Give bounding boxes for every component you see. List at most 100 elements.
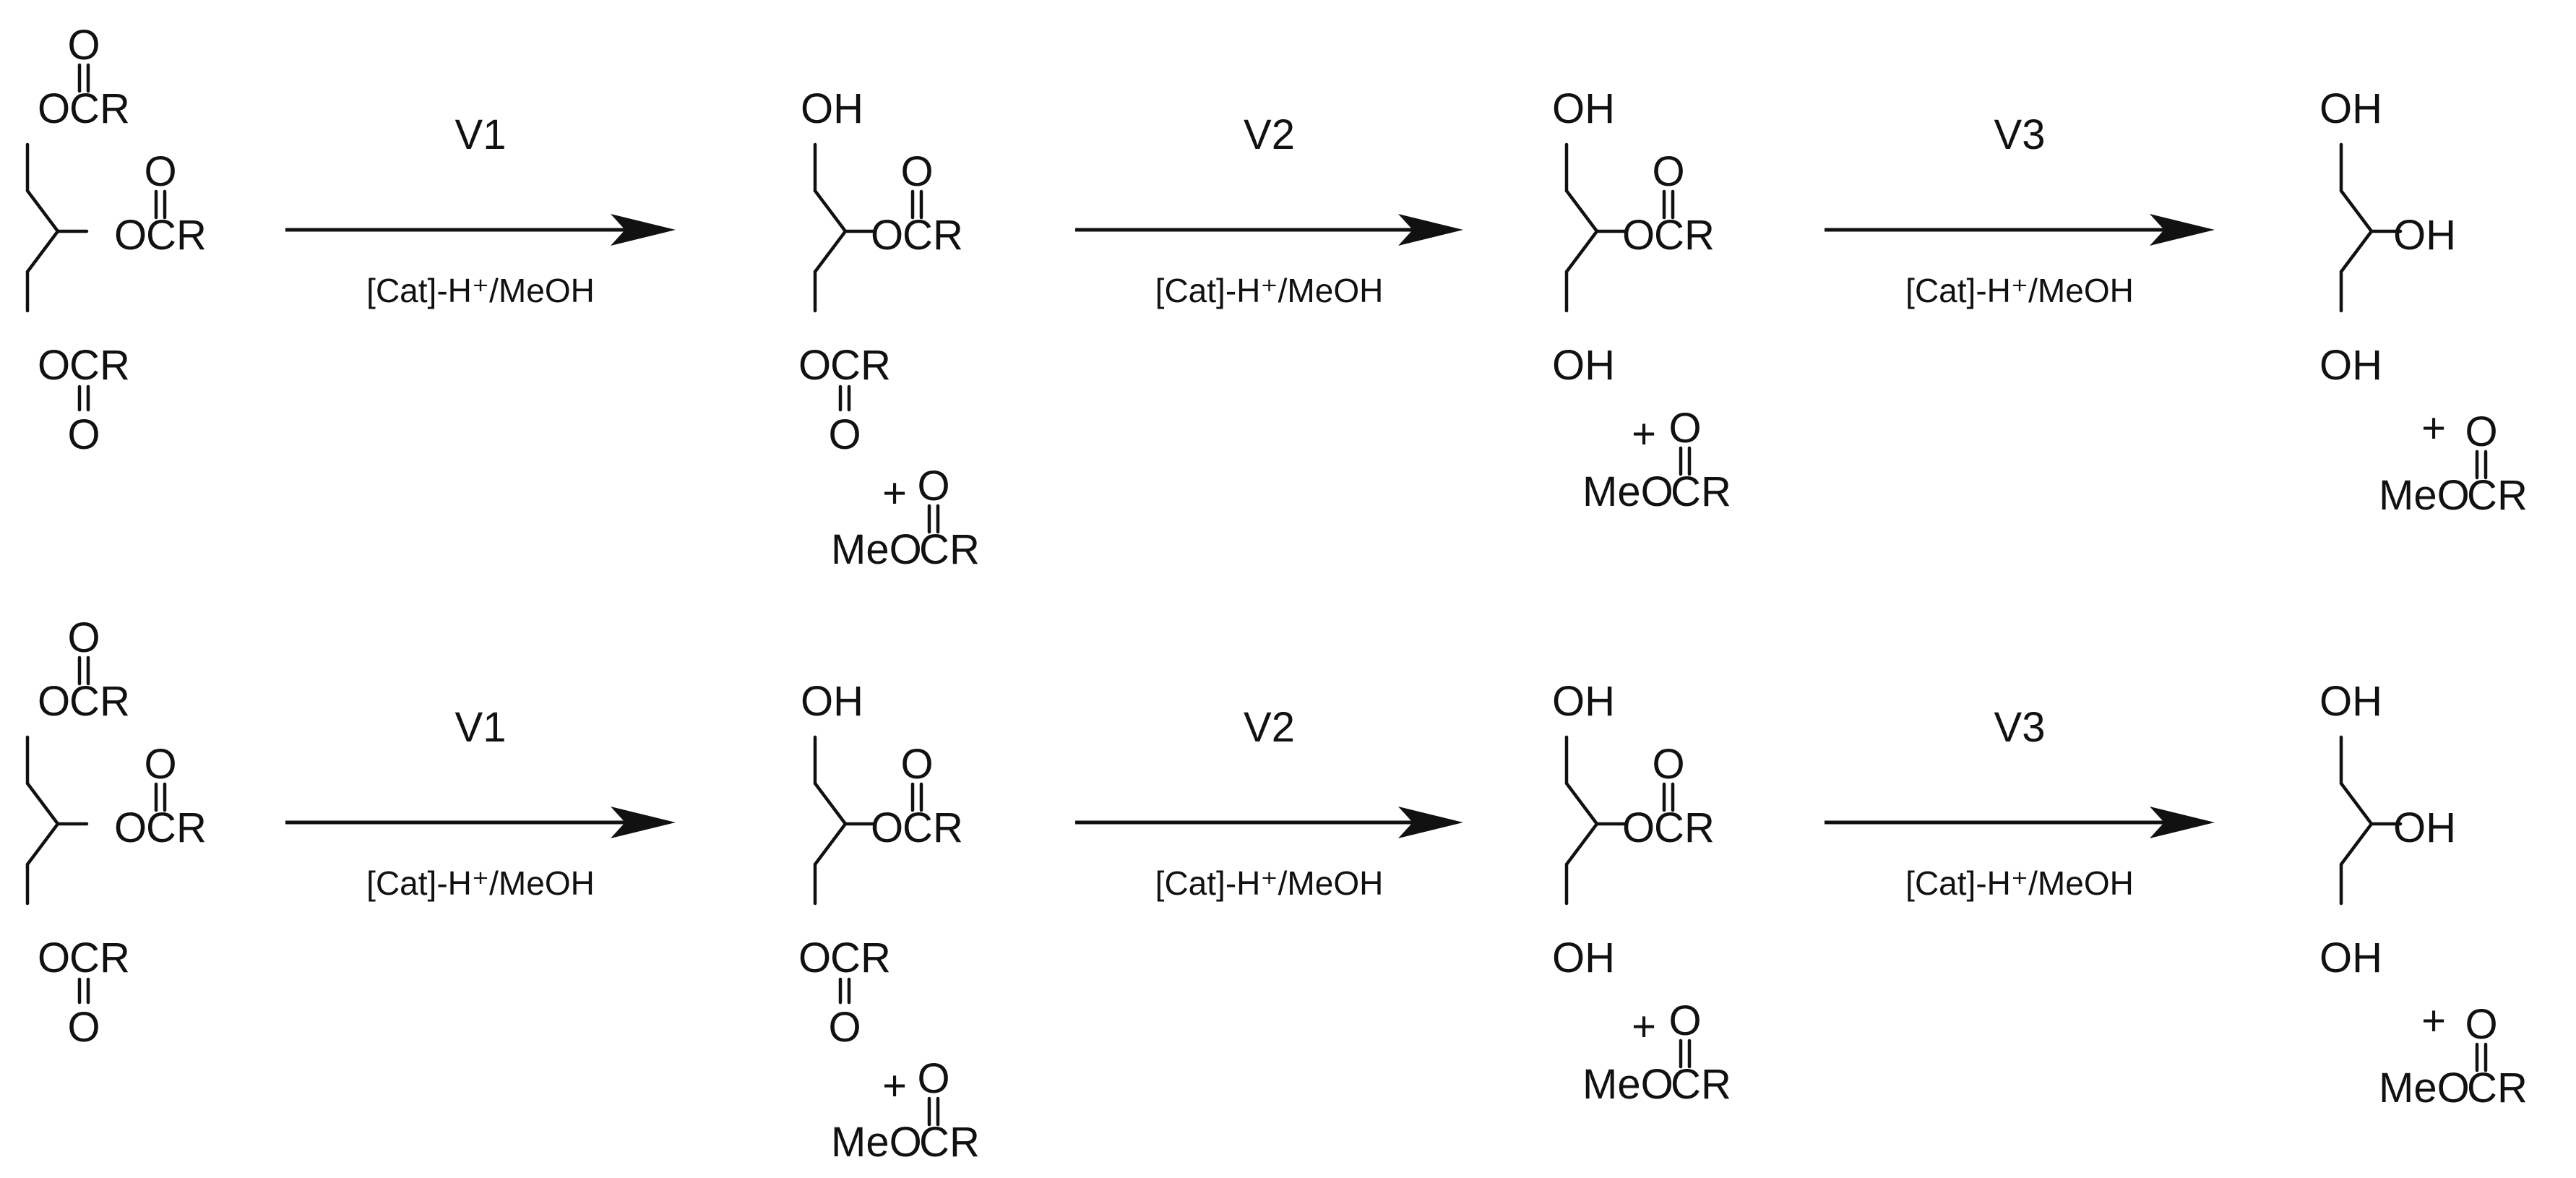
carbonyl-carbon: C bbox=[919, 526, 949, 573]
step-label: V3 bbox=[1994, 111, 2046, 158]
methoxy-label: MeO bbox=[1582, 468, 1673, 515]
ester-oxygen: O bbox=[38, 678, 70, 725]
r-group: R bbox=[2497, 472, 2528, 519]
carbonyl-oxygen: O bbox=[828, 1004, 861, 1051]
r-group: R bbox=[176, 804, 207, 851]
r-group: R bbox=[861, 342, 891, 389]
plus-sign: + bbox=[2421, 997, 2446, 1044]
r-group: R bbox=[176, 212, 207, 259]
hydroxyl-group: OH bbox=[801, 85, 863, 132]
reaction-arrow-3: V3 [Cat]-H⁺/MeOH bbox=[1825, 704, 2215, 902]
r-group: R bbox=[1684, 804, 1715, 851]
r-group: R bbox=[100, 678, 130, 725]
methoxy-label: MeO bbox=[1582, 1061, 1673, 1108]
carbonyl-carbon: C bbox=[830, 342, 861, 389]
backbone-bond bbox=[25, 781, 60, 826]
carbonyl-oxygen: O bbox=[1668, 997, 1701, 1044]
carbonyl-carbon: C bbox=[1671, 468, 1701, 515]
carbonyl-oxygen: O bbox=[2465, 408, 2497, 455]
backbone-bond bbox=[2339, 229, 2374, 274]
step-condition: [Cat]-H⁺/MeOH bbox=[1905, 272, 2134, 309]
r-group: R bbox=[2497, 1065, 2528, 1112]
step-label: V2 bbox=[1244, 704, 1295, 751]
arrow-head bbox=[2150, 214, 2215, 246]
arrow-head bbox=[1398, 214, 1463, 246]
carbonyl-oxygen: O bbox=[900, 148, 933, 195]
arrow-head bbox=[611, 807, 676, 838]
carbonyl-carbon: C bbox=[903, 212, 933, 259]
carbonyl-carbon: C bbox=[69, 678, 100, 725]
step-label: V3 bbox=[1994, 704, 2046, 751]
reaction-arrow-1: V1[Cat]-H⁺/MeOH bbox=[285, 111, 676, 309]
ester-oxygen: O bbox=[871, 804, 903, 851]
reaction-arrow-2: V2 [Cat]-H⁺/MeOH bbox=[1075, 111, 1463, 309]
carbonyl-oxygen: O bbox=[900, 741, 933, 788]
backbone-bond bbox=[813, 822, 848, 867]
backbone-bond bbox=[2339, 189, 2374, 233]
r-group: R bbox=[933, 212, 963, 259]
step-condition: [Cat]-H⁺/MeOH bbox=[1155, 272, 1384, 309]
carbonyl-carbon: C bbox=[2467, 1065, 2497, 1112]
step-label: V2 bbox=[1244, 111, 1295, 158]
step-label: V1 bbox=[455, 111, 507, 158]
ester-oxygen: O bbox=[38, 85, 70, 132]
hydroxyl-group: OH bbox=[2319, 342, 2382, 389]
methoxy-label: MeO bbox=[831, 526, 922, 573]
hydroxyl-group: OH bbox=[2393, 212, 2456, 259]
carbonyl-carbon: C bbox=[2467, 472, 2497, 519]
carbonyl-oxygen: O bbox=[1668, 405, 1701, 452]
ester-oxygen: O bbox=[114, 212, 147, 259]
carbonyl-carbon: C bbox=[1654, 804, 1684, 851]
plus-sign: + bbox=[882, 470, 907, 517]
plus-sign: + bbox=[1632, 410, 1656, 457]
carbonyl-oxygen: O bbox=[67, 1004, 100, 1051]
carbonyl-carbon: C bbox=[903, 804, 933, 851]
carbonyl-oxygen: O bbox=[67, 411, 100, 458]
plus-sign: + bbox=[2421, 405, 2446, 452]
carbonyl-carbon: C bbox=[69, 85, 100, 132]
carbonyl-carbon: C bbox=[1654, 212, 1684, 259]
ester-oxygen: O bbox=[38, 342, 70, 389]
carbonyl-carbon: C bbox=[830, 934, 861, 981]
ester-oxygen: O bbox=[114, 804, 147, 851]
backbone-bond bbox=[2339, 822, 2374, 867]
methoxy-label: MeO bbox=[831, 1119, 922, 1166]
ester-oxygen: O bbox=[1622, 804, 1655, 851]
carbonyl-oxygen: O bbox=[144, 148, 176, 195]
hydroxyl-group: OH bbox=[2393, 804, 2456, 851]
hydroxyl-group: OH bbox=[2319, 678, 2382, 725]
r-group: R bbox=[933, 804, 963, 851]
reaction-arrow-2: V2[Cat]-H⁺/MeOH bbox=[1075, 704, 1463, 902]
arrow-head bbox=[611, 214, 676, 246]
carbonyl-oxygen: O bbox=[144, 741, 176, 788]
carbonyl-oxygen: O bbox=[1652, 148, 1684, 195]
r-group: R bbox=[861, 934, 891, 981]
carbonyl-carbon: C bbox=[1671, 1061, 1701, 1108]
reaction-arrow-3: V3 [Cat]-H⁺/MeOH bbox=[1825, 111, 2215, 309]
ester-oxygen: O bbox=[38, 934, 70, 981]
step-condition: [Cat]-H⁺/MeOH bbox=[1905, 864, 2134, 902]
carbonyl-carbon: C bbox=[146, 804, 176, 851]
methoxy-label: MeO bbox=[2379, 472, 2470, 519]
r-group: R bbox=[100, 934, 130, 981]
step-condition: [Cat]-H⁺/MeOH bbox=[366, 864, 595, 902]
